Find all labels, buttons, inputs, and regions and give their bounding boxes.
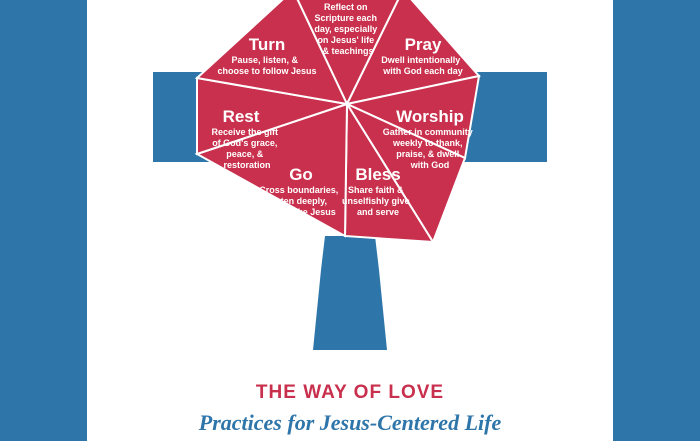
learn-description: Reflect on Scripture each day, especiall… <box>314 0 381 56</box>
go-line: Cross boundaries, <box>259 185 338 195</box>
go-line: & live like Jesus <box>266 207 336 217</box>
turn-heading: Turn <box>249 35 286 54</box>
go-line: listen deeply, <box>271 196 327 206</box>
rest-line: of God's grace, <box>212 138 277 148</box>
pray-line: with God each day <box>382 66 463 76</box>
pray-description: Dwell intentionally with God each day <box>381 50 464 76</box>
rest-line: restoration <box>223 160 270 170</box>
bless-line: unselfishly give <box>342 196 410 206</box>
turn-line: choose to follow Jesus <box>217 66 316 76</box>
go-description: Cross boundaries, listen deeply, & live … <box>259 180 342 217</box>
learn-line: day, especially <box>314 24 377 34</box>
turn-description: Pause, listen, & choose to follow Jesus <box>217 50 316 76</box>
worship-line: praise, & dwell <box>396 149 459 159</box>
learn-line: Reflect on <box>324 2 368 12</box>
bless-description: Share faith & unselfishly give and serve <box>342 180 414 217</box>
pray-heading: Pray <box>405 35 442 54</box>
pray-line: Dwell intentionally <box>381 55 460 65</box>
worship-line: Gather in community <box>383 127 473 137</box>
bless-heading: Bless <box>355 165 400 184</box>
bless-line: Share faith & <box>348 185 404 195</box>
rest-line: Receive the gift <box>212 127 279 137</box>
bless-line: and serve <box>357 207 399 217</box>
rest-line: peace, & <box>226 149 264 159</box>
go-heading: Go <box>289 165 313 184</box>
heptagon <box>194 0 481 245</box>
slice-turn[interactable] <box>194 0 349 106</box>
rest-heading: Rest <box>223 107 260 126</box>
worship-line: with God <box>410 160 450 170</box>
cross-stem <box>313 236 387 350</box>
white-panel: Reflect on Scripture each day, especiall… <box>87 0 613 441</box>
learn-line: on Jesus' life <box>317 35 374 45</box>
learn-line: Scripture each <box>315 13 378 23</box>
worship-description: Gather in community weekly to thank, pra… <box>383 122 477 170</box>
learn-line: & teachings <box>322 46 373 56</box>
turn-line: Pause, listen, & <box>232 55 299 65</box>
rest-description: Receive the gift of God's grace, peace, … <box>212 122 283 170</box>
worship-heading: Worship <box>396 107 464 126</box>
worship-line: weekly to thank, <box>392 138 463 148</box>
page-subtitle: Practices for Jesus-Centered Life <box>198 410 502 435</box>
way-of-love-diagram: Reflect on Scripture each day, especiall… <box>153 0 547 350</box>
page-title: THE WAY OF LOVE <box>255 382 445 403</box>
